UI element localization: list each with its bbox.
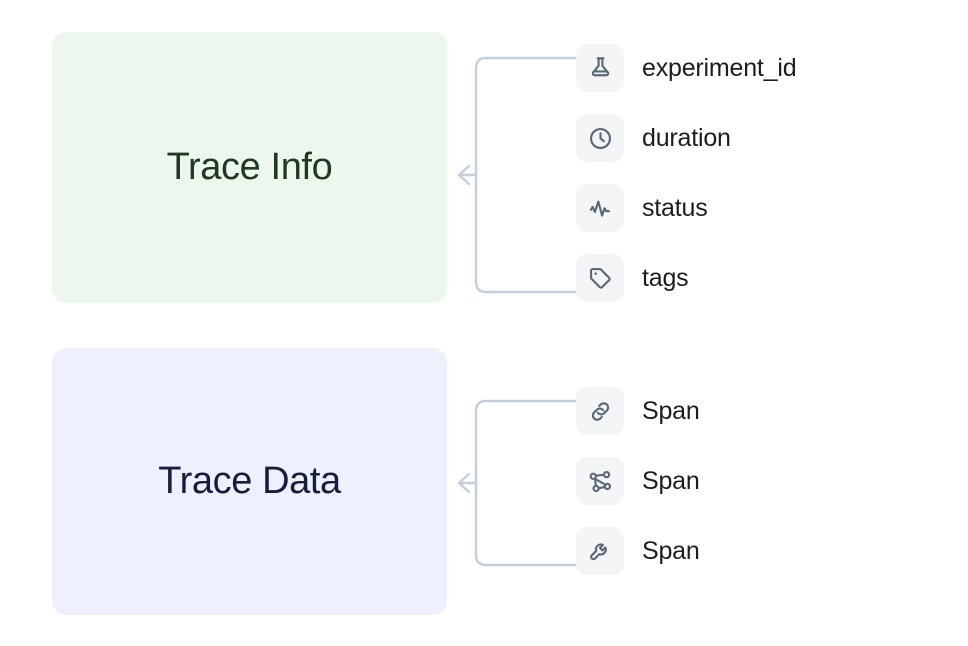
attr-label-status: status	[642, 193, 708, 222]
attr-row-span-3[interactable]: Span	[576, 527, 700, 575]
attr-row-duration[interactable]: duration	[576, 114, 731, 162]
group-box-trace-data[interactable]: Trace Data	[52, 348, 447, 615]
attr-label-tags: tags	[642, 263, 689, 292]
attr-label-experiment-id: experiment_id	[642, 53, 797, 82]
clock-icon	[576, 114, 624, 162]
attr-row-tags[interactable]: tags	[576, 254, 689, 302]
attr-label-duration: duration	[642, 123, 731, 152]
connector-trace-data	[457, 399, 582, 567]
network-icon	[576, 457, 624, 505]
wrench-icon	[576, 527, 624, 575]
connector-trace-info	[457, 56, 582, 294]
group-box-trace-info[interactable]: Trace Info	[52, 32, 447, 303]
group-title-trace-data: Trace Data	[158, 460, 341, 502]
attr-row-span-1[interactable]: Span	[576, 387, 700, 435]
attr-label-span-3: Span	[642, 536, 700, 565]
tag-icon	[576, 254, 624, 302]
activity-icon	[576, 184, 624, 232]
attr-label-span-2: Span	[642, 466, 700, 495]
link-icon	[576, 387, 624, 435]
group-title-trace-info: Trace Info	[166, 146, 333, 188]
attr-label-span-1: Span	[642, 396, 700, 425]
attr-row-span-2[interactable]: Span	[576, 457, 700, 505]
attr-row-experiment-id[interactable]: experiment_id	[576, 44, 797, 92]
attr-row-status[interactable]: status	[576, 184, 708, 232]
flask-icon	[576, 44, 624, 92]
